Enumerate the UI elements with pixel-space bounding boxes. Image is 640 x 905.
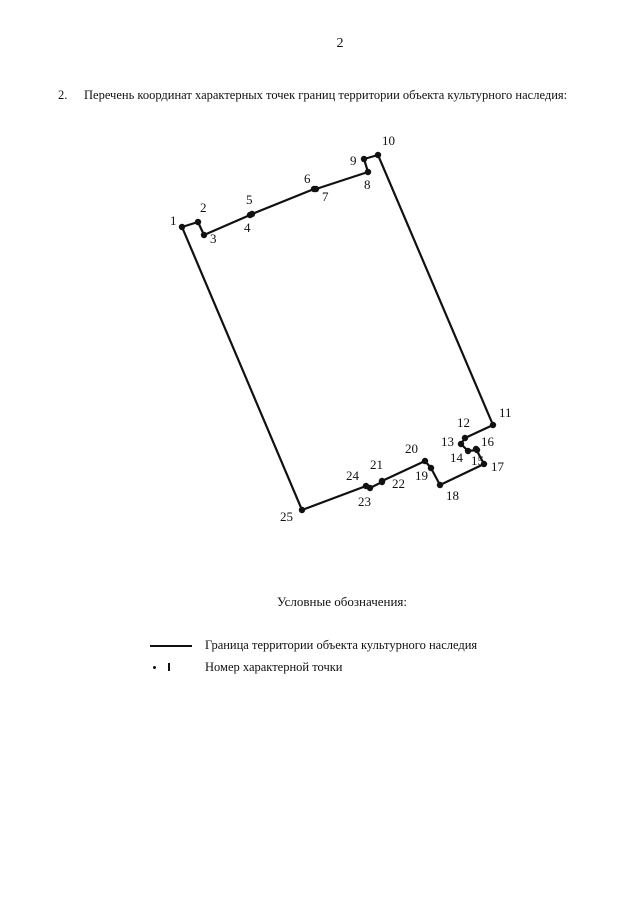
point-label-19: 19 (415, 468, 428, 483)
legend-item-boundary: Граница территории объекта культурного н… (150, 638, 477, 653)
point-marker-1 (178, 223, 186, 231)
point-symbol-icon (150, 662, 202, 674)
point-label-21: 21 (370, 457, 383, 472)
point-marker-22 (378, 478, 386, 486)
point-marker-24 (362, 482, 370, 490)
legend-item-text: Граница территории объекта культурного н… (205, 638, 478, 652)
point-label-4: 4 (244, 220, 251, 235)
point-label-24: 24 (346, 468, 360, 483)
point-marker-17 (480, 460, 488, 468)
point-label-17: 17 (491, 459, 505, 474)
point-marker-8 (364, 168, 372, 176)
legend-title: Условные обозначения: (276, 594, 408, 609)
point-marker-12 (461, 434, 469, 442)
page-number: 2 (336, 36, 344, 51)
point-label-12: 12 (457, 415, 470, 430)
point-marker-11 (489, 421, 497, 429)
boundary-line (180, 153, 495, 512)
points-layer (178, 151, 497, 514)
point-marker-18 (436, 481, 444, 489)
point-marker-16 (472, 445, 480, 453)
point-label-22: 22 (392, 476, 405, 491)
point-label-1: 1 (170, 213, 177, 228)
section-title: Перечень координат характерных точек гра… (84, 88, 568, 102)
point-label-25: 25 (280, 509, 293, 524)
line-symbol-icon (150, 640, 202, 652)
point-marker-25 (298, 506, 306, 514)
point-label-23: 23 (358, 494, 371, 509)
point-label-14: 14 (450, 450, 464, 465)
point-label-11: 11 (499, 405, 512, 420)
point-label-9: 9 (350, 153, 357, 168)
point-marker-20 (421, 457, 429, 465)
point-marker-2 (194, 218, 202, 226)
point-marker-7 (312, 185, 320, 193)
point-marker-10 (374, 151, 382, 159)
point-label-5: 5 (246, 192, 253, 207)
legend-item-point: Номер характерной точки (150, 660, 343, 675)
point-marker-5 (248, 210, 256, 218)
point-label-15: 15 (471, 453, 484, 468)
point-label-2: 2 (200, 200, 207, 215)
section-heading: 2. Перечень координат характерных точек г… (58, 88, 567, 103)
section-number: 2. (58, 88, 68, 102)
point-marker-14 (464, 447, 472, 455)
point-label-16: 16 (481, 434, 495, 449)
point-marker-13 (457, 440, 465, 448)
point-label-3: 3 (210, 231, 217, 246)
point-marker-9 (360, 155, 368, 163)
point-label-13: 13 (441, 434, 454, 449)
point-label-6: 6 (304, 171, 311, 186)
point-label-18: 18 (446, 488, 459, 503)
point-label-10: 10 (382, 133, 395, 148)
legend-item-text: Номер характерной точки (205, 660, 343, 674)
point-marker-19 (427, 464, 435, 472)
point-marker-3 (200, 231, 208, 239)
point-label-20: 20 (405, 441, 418, 456)
point-label-7: 7 (322, 189, 329, 204)
point-label-8: 8 (364, 177, 371, 192)
